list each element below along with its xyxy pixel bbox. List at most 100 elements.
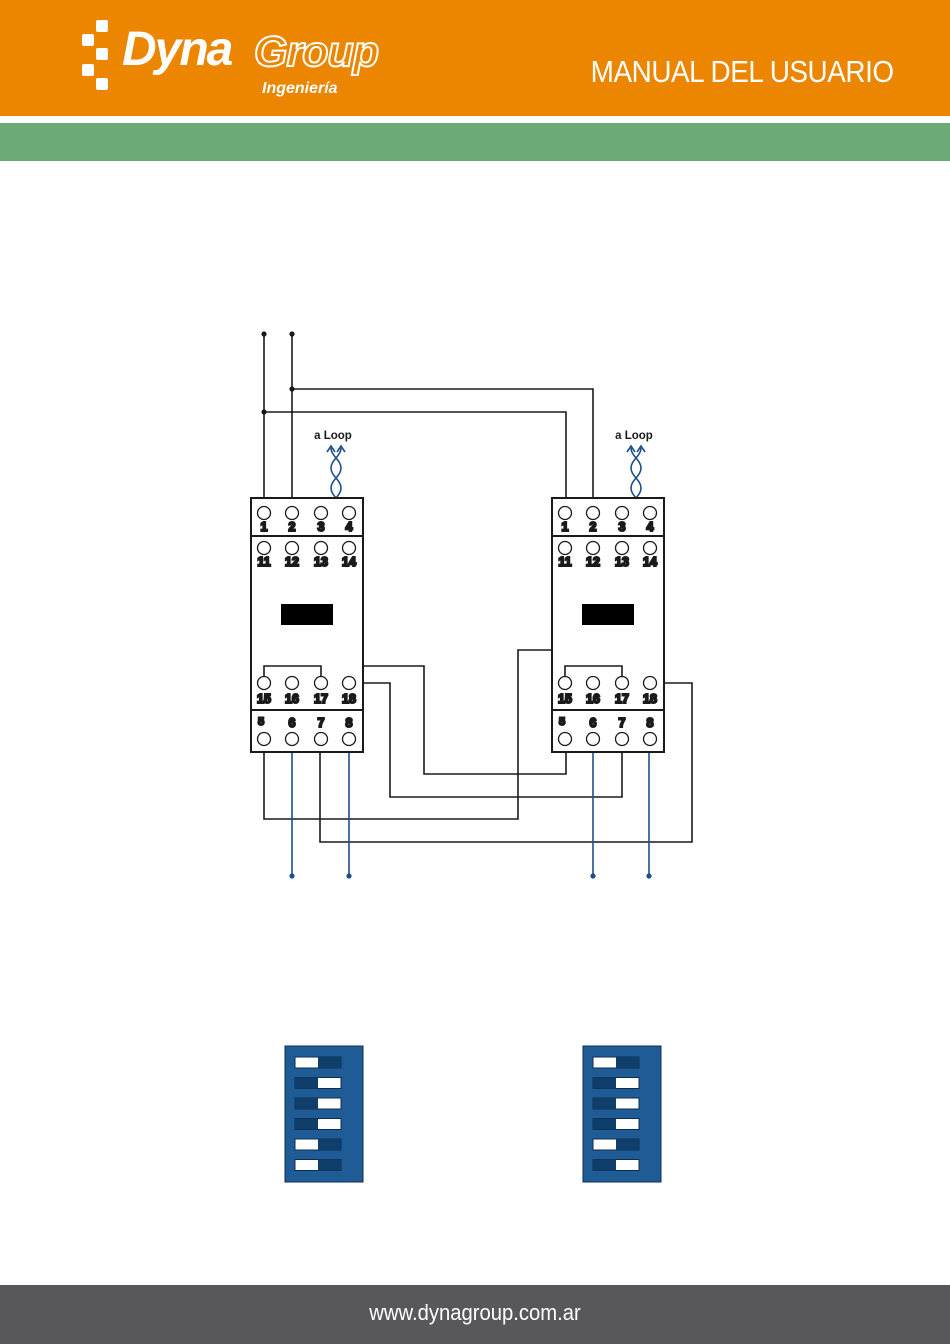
terminal-label-11: 11 <box>257 555 270 569</box>
dip-actuator <box>616 1057 639 1068</box>
dip-switch-slider <box>593 1119 639 1130</box>
terminal-label-12: 12 <box>586 555 600 569</box>
dip-actuator <box>593 1098 616 1109</box>
terminal-label-5: 5 <box>258 716 264 728</box>
dip-switch-slider <box>593 1057 639 1068</box>
terminal-label-6: 6 <box>289 716 296 730</box>
terminal-label-8: 8 <box>346 716 353 730</box>
terminal-7 <box>616 733 629 746</box>
terminal-label-3: 3 <box>318 520 325 534</box>
module-display <box>582 604 634 625</box>
terminal-label-3: 3 <box>619 520 626 534</box>
terminal-label-13: 13 <box>314 555 328 569</box>
terminal-label-4: 4 <box>647 520 654 534</box>
dip-switch-slider <box>295 1078 341 1089</box>
terminal-11 <box>559 542 572 555</box>
terminal-label-11: 11 <box>558 555 571 569</box>
terminal-label-4: 4 <box>346 520 353 534</box>
terminal-13 <box>315 542 328 555</box>
terminal-14 <box>644 542 657 555</box>
dip-actuator <box>318 1057 341 1068</box>
terminal-3 <box>616 507 629 520</box>
dip-switch-slider <box>593 1160 639 1171</box>
terminal-13 <box>616 542 629 555</box>
terminal-label-17: 17 <box>615 692 629 706</box>
module-display <box>281 604 333 625</box>
terminal-label-1: 1 <box>562 520 569 534</box>
terminal-label-18: 18 <box>643 692 657 706</box>
terminal-label-8: 8 <box>647 716 654 730</box>
terminal-6 <box>587 733 600 746</box>
dip-actuator <box>593 1160 616 1171</box>
terminal-label-12: 12 <box>285 555 299 569</box>
dip-switch-slider <box>593 1139 639 1150</box>
dip-switch-slider <box>593 1098 639 1109</box>
terminal-16 <box>587 677 600 690</box>
terminal-5 <box>258 733 271 746</box>
dip-switch-slider <box>593 1078 639 1089</box>
terminal-4 <box>644 507 657 520</box>
dip-switch-slider <box>295 1119 341 1130</box>
terminal-label-2: 2 <box>289 520 296 534</box>
terminal-15 <box>559 677 572 690</box>
dip-actuator <box>616 1139 639 1150</box>
junction-dots <box>261 331 294 414</box>
dip-actuator <box>593 1119 616 1130</box>
terminal-label-1: 1 <box>261 520 268 534</box>
terminal-8 <box>644 733 657 746</box>
dip-actuator <box>295 1119 318 1130</box>
terminal-12 <box>286 542 299 555</box>
terminal-18 <box>343 677 356 690</box>
terminal-6 <box>286 733 299 746</box>
terminal-label-7: 7 <box>619 716 626 730</box>
terminal-14 <box>343 542 356 555</box>
terminal-label-6: 6 <box>590 716 597 730</box>
terminal-16 <box>286 677 299 690</box>
dip-actuator <box>593 1078 616 1089</box>
terminal-label-7: 7 <box>318 716 325 730</box>
dip-switch-slider <box>295 1139 341 1150</box>
dip-switch-slider <box>295 1057 341 1068</box>
terminal-18 <box>644 677 657 690</box>
dip-switch-1 <box>285 1046 363 1182</box>
dip-switch-2 <box>583 1046 661 1182</box>
terminal-5 <box>559 733 572 746</box>
terminal-1 <box>258 507 271 520</box>
terminal-11 <box>258 542 271 555</box>
terminal-label-18: 18 <box>342 692 356 706</box>
dip-switch-slider <box>295 1098 341 1109</box>
terminal-2 <box>286 507 299 520</box>
terminal-label-17: 17 <box>314 692 328 706</box>
terminal-3 <box>315 507 328 520</box>
terminal-4 <box>343 507 356 520</box>
terminal-label-15: 15 <box>257 692 271 706</box>
terminal-17 <box>315 677 328 690</box>
terminal-2 <box>587 507 600 520</box>
dip-actuator <box>295 1098 318 1109</box>
terminal-17 <box>616 677 629 690</box>
dip-switch-slider <box>295 1160 341 1171</box>
dip-actuator <box>318 1160 341 1171</box>
terminal-1 <box>559 507 572 520</box>
terminal-label-14: 14 <box>342 555 356 569</box>
terminal-label-13: 13 <box>615 555 629 569</box>
terminal-label-2: 2 <box>590 520 597 534</box>
dip-actuator <box>295 1078 318 1089</box>
blue-wires <box>292 752 649 876</box>
terminal-label-16: 16 <box>586 692 600 706</box>
loop-label-right: a Loop <box>615 430 653 442</box>
terminal-label-14: 14 <box>643 555 657 569</box>
terminal-label-15: 15 <box>558 692 572 706</box>
terminal-7 <box>315 733 328 746</box>
loop-label-left: a Loop <box>314 430 352 442</box>
terminal-12 <box>587 542 600 555</box>
terminal-label-5: 5 <box>559 716 565 728</box>
footer-url[interactable]: www.dynagroup.com.ar <box>38 1302 912 1324</box>
terminal-15 <box>258 677 271 690</box>
end-dots <box>289 873 651 878</box>
terminal-label-16: 16 <box>285 692 299 706</box>
terminal-8 <box>343 733 356 746</box>
